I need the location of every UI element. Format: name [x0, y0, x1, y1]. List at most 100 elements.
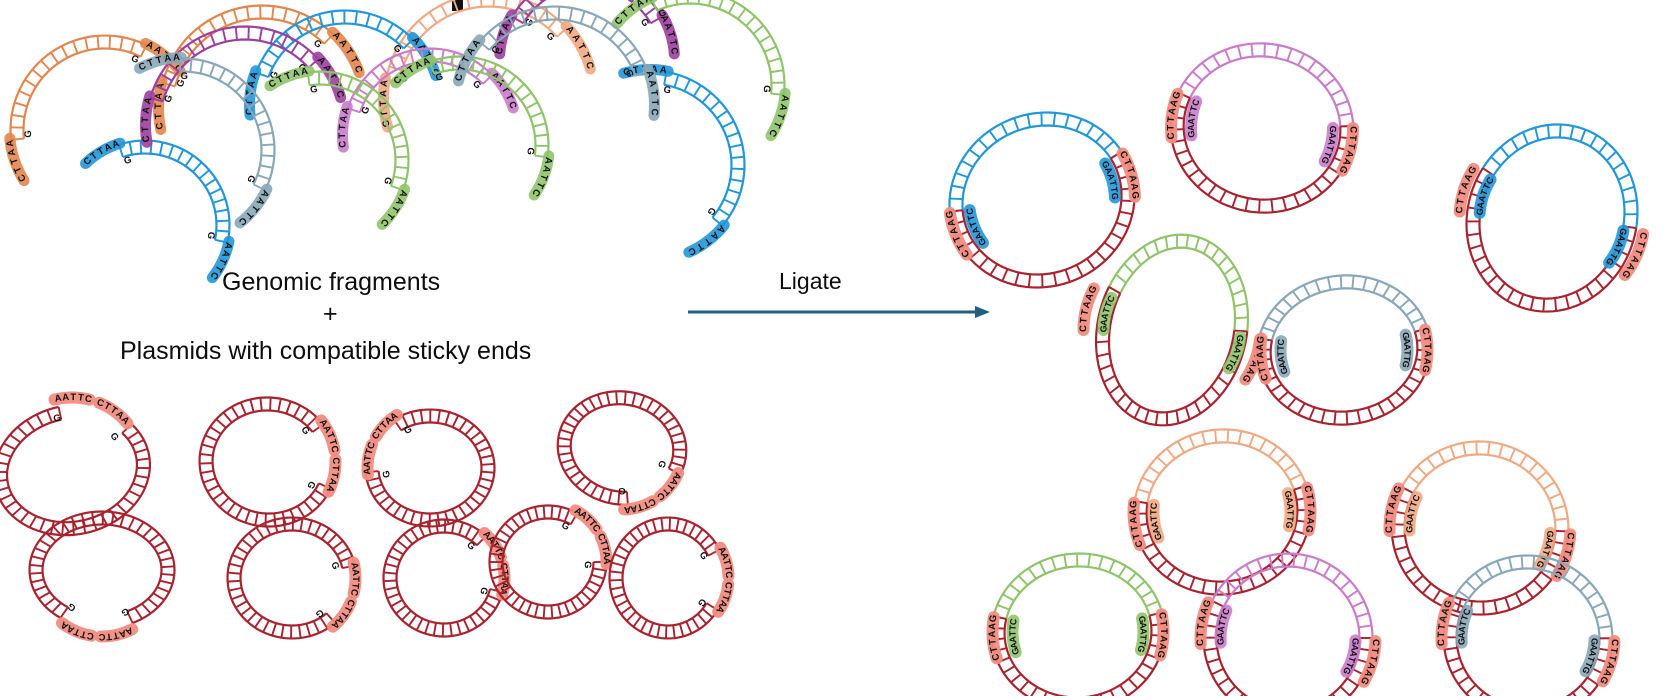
svg-text:T: T	[1007, 624, 1017, 631]
svg-text:A: A	[1349, 644, 1360, 652]
svg-text:T: T	[348, 55, 361, 65]
svg-text:A: A	[1284, 496, 1295, 505]
svg-text:T: T	[1324, 144, 1335, 153]
svg-text:C: C	[1149, 502, 1160, 510]
svg-text:G: G	[360, 105, 373, 116]
svg-text:T: T	[537, 172, 549, 182]
svg-text:T: T	[406, 64, 417, 76]
svg-text:T: T	[328, 471, 340, 479]
svg-text:C: C	[352, 64, 365, 75]
svg-text:G: G	[1618, 227, 1629, 236]
svg-text:T: T	[1138, 634, 1148, 641]
svg-text:A: A	[246, 80, 258, 89]
svg-text:T: T	[1459, 613, 1470, 622]
svg-text:A: A	[1340, 157, 1353, 168]
svg-text:T: T	[1227, 357, 1239, 367]
svg-text:G: G	[381, 175, 394, 185]
svg-text:C: C	[16, 172, 29, 184]
svg-text:A: A	[1402, 344, 1412, 351]
svg-text:C: C	[1166, 132, 1178, 140]
svg-text:C: C	[1461, 607, 1473, 617]
svg-text:T: T	[987, 638, 999, 645]
svg-text:A: A	[1244, 366, 1257, 377]
svg-text:A: A	[1362, 668, 1375, 679]
svg-text:A: A	[1587, 649, 1598, 658]
svg-text:A: A	[173, 52, 181, 63]
svg-text:C: C	[330, 457, 341, 464]
svg-text:G: G	[1341, 665, 1353, 676]
svg-text:G: G	[560, 520, 571, 533]
svg-text:G: G	[381, 470, 393, 479]
svg-text:T: T	[966, 214, 977, 222]
svg-text:G: G	[23, 130, 34, 138]
svg-text:A: A	[1138, 628, 1148, 635]
svg-text:T: T	[1124, 166, 1136, 175]
svg-text:T: T	[722, 565, 734, 573]
svg-text:T: T	[77, 392, 84, 404]
svg-text:C: C	[244, 108, 255, 116]
svg-text:T: T	[1346, 655, 1357, 664]
svg-text:G: G	[1534, 559, 1546, 570]
svg-text:T: T	[774, 112, 786, 121]
svg-text:A: A	[465, 46, 478, 58]
svg-text:C: C	[95, 397, 106, 410]
svg-text:A: A	[321, 63, 334, 75]
svg-text:A: A	[1558, 555, 1571, 565]
svg-text:C: C	[1454, 206, 1466, 214]
svg-text:G: G	[544, 30, 557, 43]
svg-text:T: T	[499, 576, 510, 582]
svg-text:A: A	[142, 96, 154, 105]
svg-text:G: G	[310, 84, 318, 96]
svg-text:T: T	[1540, 548, 1551, 557]
svg-text:C: C	[1436, 639, 1447, 647]
svg-text:G: G	[1128, 500, 1140, 508]
svg-text:T: T	[362, 454, 374, 462]
svg-text:C: C	[344, 597, 357, 608]
svg-text:G: G	[402, 424, 414, 437]
svg-text:T: T	[1345, 142, 1357, 150]
svg-text:A: A	[103, 141, 114, 154]
svg-text:A: A	[1215, 631, 1225, 638]
svg-text:G: G	[108, 431, 121, 444]
svg-text:A: A	[661, 21, 674, 32]
svg-text:T: T	[1608, 647, 1620, 655]
svg-text:A: A	[362, 467, 373, 475]
svg-text:A: A	[1475, 201, 1486, 210]
svg-text:G: G	[313, 606, 326, 619]
svg-text:A: A	[1386, 500, 1398, 510]
svg-text:A: A	[326, 477, 339, 487]
svg-text:T: T	[399, 69, 411, 81]
caption-plasmids: Plasmids with compatible sticky ends	[120, 337, 532, 365]
svg-text:A: A	[254, 195, 267, 207]
svg-text:C: C	[428, 67, 441, 77]
svg-text:T: T	[599, 545, 611, 553]
svg-text:T: T	[586, 518, 598, 530]
svg-text:T: T	[1402, 350, 1412, 356]
svg-text:A: A	[1105, 172, 1117, 182]
svg-text:T: T	[1218, 613, 1229, 622]
svg-text:T: T	[326, 438, 338, 447]
svg-text:C: C	[686, 244, 697, 257]
svg-text:A: A	[667, 476, 680, 488]
svg-text:T: T	[341, 604, 354, 615]
svg-text:C: C	[1419, 327, 1431, 336]
svg-text:A: A	[348, 561, 360, 570]
svg-text:A: A	[659, 65, 667, 77]
svg-text:G: G	[162, 94, 175, 105]
svg-text:A: A	[144, 39, 155, 52]
svg-text:C: C	[722, 581, 734, 589]
svg-text:T: T	[1129, 524, 1141, 532]
svg-text:G: G	[1419, 364, 1431, 374]
svg-text:T: T	[1583, 660, 1595, 670]
svg-text:T: T	[1195, 623, 1207, 630]
svg-text:G: G	[119, 605, 131, 618]
svg-text:G: G	[1087, 284, 1100, 296]
svg-text:A: A	[349, 569, 361, 577]
